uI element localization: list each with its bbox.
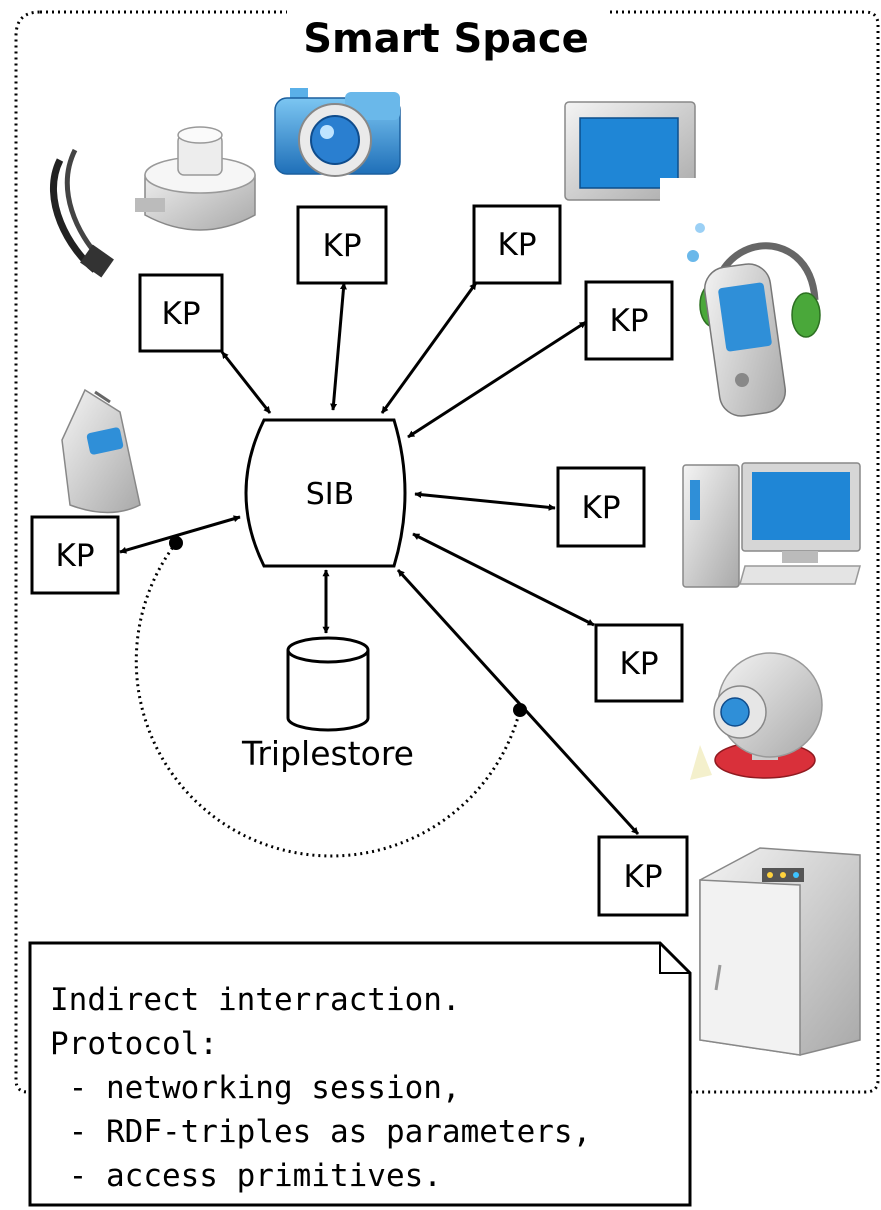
note-line-2: Protocol: xyxy=(50,1026,218,1062)
kp-label-4: KP xyxy=(609,303,648,339)
kp-box-6 xyxy=(594,623,684,703)
triplestore-cylinder xyxy=(286,636,370,732)
note-line-5: - access primitives. xyxy=(50,1158,442,1194)
kp-label-8: KP xyxy=(55,538,94,574)
tv-monitor-icon xyxy=(564,101,700,208)
server-icon xyxy=(699,847,861,1056)
kp-box-3 xyxy=(472,204,562,285)
kp-box-1 xyxy=(138,273,224,353)
camera-icon xyxy=(274,88,401,177)
link-sib-kp2 xyxy=(330,282,347,411)
smart-space-boundary xyxy=(14,10,880,1094)
note-line-3: - networking session, xyxy=(50,1070,461,1106)
note-line-1: Indirect interraction. xyxy=(50,982,461,1018)
flip-phone-icon xyxy=(61,388,141,514)
link-sib-kp5 xyxy=(414,491,556,511)
note-line-4: - RDF-triples as parameters, xyxy=(50,1114,591,1150)
kp-box-5 xyxy=(556,466,646,548)
session-dot-right xyxy=(513,703,527,717)
kp-label-1: KP xyxy=(161,296,200,332)
link-sib-kp4 xyxy=(407,320,587,439)
kp-box-4 xyxy=(584,280,674,361)
link-sib-kp8 xyxy=(119,515,241,554)
kp-label-6: KP xyxy=(619,646,658,682)
triplestore-label: Triplestore xyxy=(241,734,414,773)
diagram-title: Smart Space xyxy=(303,16,589,62)
desktop-pc-icon xyxy=(682,462,861,588)
kp-label-7: KP xyxy=(623,859,662,895)
link-sib-kp1 xyxy=(220,351,272,414)
link-sib-kp6 xyxy=(412,532,595,627)
kp-box-7 xyxy=(597,835,689,917)
kp-box-2 xyxy=(296,205,388,285)
kp-label-2: KP xyxy=(322,228,361,264)
sib-label: SIB xyxy=(306,477,354,512)
kp-label-3: KP xyxy=(497,227,536,263)
webcam-icon xyxy=(690,652,823,780)
sensor-icon xyxy=(50,126,256,278)
note-callout xyxy=(28,941,692,1207)
kp-label-5: KP xyxy=(581,490,620,526)
kp-box-8 xyxy=(30,515,120,595)
headset-phone-icon xyxy=(687,223,821,417)
sib-node xyxy=(244,418,407,568)
session-dot-left xyxy=(169,536,183,550)
link-sib-kp7 xyxy=(396,568,640,836)
link-sib-kp3 xyxy=(380,282,478,414)
